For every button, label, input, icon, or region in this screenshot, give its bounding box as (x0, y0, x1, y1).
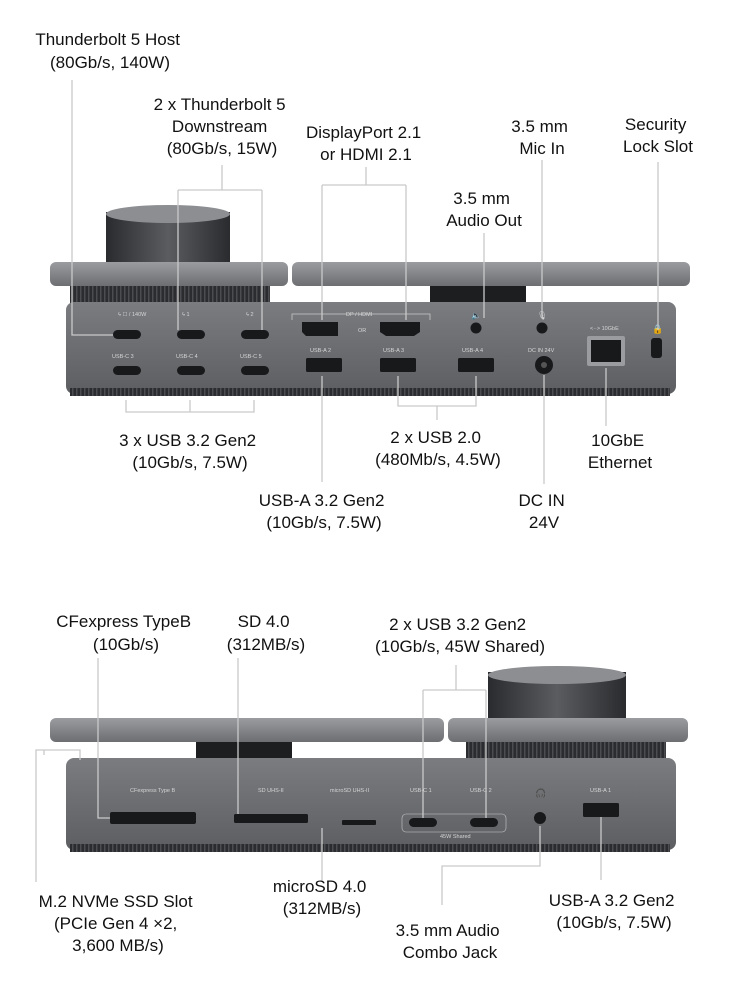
usb-a-2-0-port-2[interactable] (458, 358, 494, 372)
usb-a-gen2-port[interactable] (306, 358, 342, 372)
cooling-fins (70, 286, 270, 304)
label-usb-a-front: USB-A 3.2 Gen2 (10Gb/s, 7.5W) (549, 891, 679, 932)
mic-in-jack[interactable] (536, 322, 548, 334)
label-audio-out: 3.5 mm Audio Out (446, 189, 522, 230)
tb5-downstream-port-2[interactable] (241, 330, 269, 339)
sd-card-slot[interactable] (234, 814, 308, 823)
usb-c-port-4[interactable] (177, 366, 205, 375)
audio-combo-jack[interactable] (534, 812, 546, 824)
top-plate-left (50, 262, 288, 286)
cfexpress-slot[interactable] (110, 812, 196, 824)
top-plate-right (292, 262, 690, 286)
front-dock-device: CFexpress Type B SD UHS-II microSD UHS-I… (50, 666, 688, 852)
speaker-icon: 🔈 (471, 311, 481, 320)
tb1-mark: ϟ 1 (182, 312, 190, 318)
back-leaders (71, 80, 659, 484)
tb5-host-port[interactable] (113, 330, 141, 339)
label-display: DisplayPort 2.1 or HDMI 2.1 (306, 123, 426, 164)
usb-c-port-3[interactable] (113, 366, 141, 375)
usbc4-mark: USB-C 4 (176, 354, 198, 360)
usb-a-front-port[interactable] (583, 803, 619, 817)
headset-icon: 🎧 (535, 787, 546, 799)
usb-c-front-port-1[interactable] (409, 818, 437, 827)
usb-c-front-port-2[interactable] (470, 818, 498, 827)
top-plate-right-front (448, 718, 688, 742)
tb-host-mark: ϟ ☐ / 140W (118, 311, 147, 318)
shared-mark: 45W Shared (440, 834, 471, 840)
or-mark: OR (358, 328, 366, 334)
usbc3-mark: USB-C 3 (112, 354, 134, 360)
hdmi-port[interactable] (380, 322, 420, 336)
usbc2-mark: USB-C 2 (470, 788, 492, 794)
label-usb-c-front: 2 x USB 3.2 Gen2 (10Gb/s, 45W Shared) (375, 615, 545, 656)
label-usb-c-x3: 3 x USB 3.2 Gen2 (10Gb/s, 7.5W) (119, 431, 261, 472)
label-sd: SD 4.0 (312MB/s) (227, 612, 305, 654)
label-mic-in: 3.5 mm Mic In (511, 117, 572, 158)
usb-a-2-0-port-1[interactable] (380, 358, 416, 372)
back-dock-device: ϟ ☐ / 140W ϟ 1 ϟ 2 USB-C 3 USB-C 4 USB-C… (50, 205, 690, 396)
usb-c-port-5[interactable] (241, 366, 269, 375)
sd-mark: SD UHS-II (258, 788, 284, 794)
label-combo-jack: 3.5 mm Audio Combo Jack (396, 921, 505, 962)
back-labels: Thunderbolt 5 Host (80Gb/s, 140W) 2 x Th… (35, 30, 693, 532)
usba2-mark: USB-A 2 (310, 348, 331, 354)
top-plate-left-front (50, 718, 444, 742)
label-security-lock: Security Lock Slot (623, 115, 693, 156)
label-microsd: microSD 4.0 (312MB/s) (273, 877, 371, 918)
usbc5-mark: USB-C 5 (240, 354, 262, 360)
ethernet-port[interactable] (591, 340, 621, 362)
cfe-mark: CFexpress Type B (130, 788, 175, 794)
tb2-mark: ϟ 2 (246, 312, 254, 318)
tb5-downstream-port-1[interactable] (177, 330, 205, 339)
label-tb5-downstream: 2 x Thunderbolt 5 Downstream (80Gb/s, 15… (154, 95, 291, 158)
label-cfexpress: CFexpress TypeB (10Gb/s) (56, 612, 196, 654)
microsd-slot[interactable] (342, 820, 376, 825)
usba3-mark: USB-A 3 (383, 348, 404, 354)
eth-mark: <··> 10GbE (590, 326, 619, 332)
label-dc-in: DC IN 24V (518, 491, 569, 532)
security-lock-slot[interactable] (651, 338, 662, 358)
usba1-mark: USB-A 1 (590, 788, 611, 794)
usba4-mark: USB-A 4 (462, 348, 483, 354)
dp-hdmi-mark: DP / HDMI (346, 312, 373, 318)
audio-out-jack[interactable] (470, 322, 482, 334)
front-leaders (35, 658, 602, 905)
front-panel (66, 758, 676, 850)
microsd-mark: microSD UHS-II (330, 788, 370, 794)
label-usb20: 2 x USB 2.0 (480Mb/s, 4.5W) (375, 428, 501, 469)
label-m2-ssd: M.2 NVMe SSD Slot (PCIe Gen 4 ×2, 3,600 … (39, 892, 198, 955)
usbc1-mark: USB-C 1 (410, 788, 432, 794)
label-tb5-host: Thunderbolt 5 Host (80Gb/s, 140W) (35, 30, 184, 72)
label-ethernet: 10GbE Ethernet (588, 431, 653, 472)
dcin-mark: DC IN 24V (528, 348, 555, 354)
displayport-port[interactable] (302, 322, 338, 336)
label-usb-a-gen2: USB-A 3.2 Gen2 (10Gb/s, 7.5W) (259, 491, 389, 532)
back-panel (66, 302, 676, 394)
front-labels: CFexpress TypeB (10Gb/s) SD 4.0 (312MB/s… (39, 612, 679, 962)
